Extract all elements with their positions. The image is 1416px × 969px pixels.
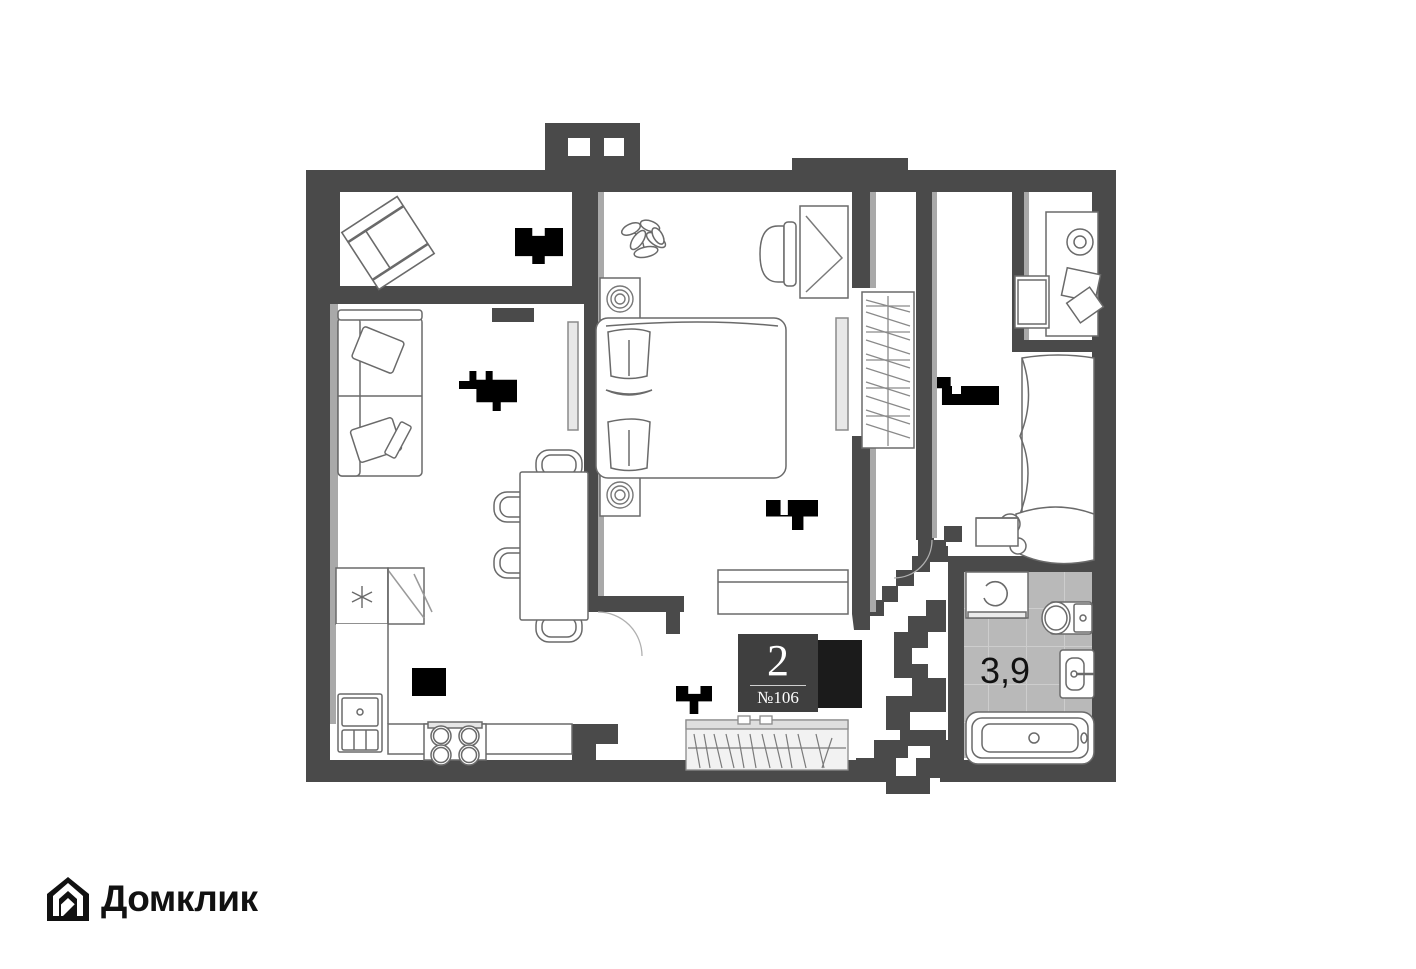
room-bathroom [965,571,1095,765]
armchair [759,221,797,287]
house-logo-icon [47,877,89,921]
plant-icon [620,219,667,259]
badge-divider [750,685,806,686]
room-count: 2 [767,636,789,685]
room-bedroom-main [567,205,915,615]
toilet [1041,601,1093,635]
redacted-label-bedroom-second-hole [952,385,961,394]
snowflake-icon [351,586,373,608]
apartment-number: №106 [757,688,799,707]
bathtub [965,711,1095,765]
redacted-label-kitchen [412,668,446,696]
room-kitchen [335,567,573,766]
dining-set [493,449,589,643]
domclick-logo: Домклик [44,872,258,926]
room-balcony [340,195,436,291]
washbasin [1059,649,1095,699]
apartment-badge: 2 №106 [738,634,818,712]
hall-wardrobe [685,715,849,771]
room-bedroom-second [975,211,1105,565]
washing-machine [965,571,1029,619]
logo-wordmark: Домклик [101,878,258,919]
room-living [337,309,423,477]
door-swings [597,539,933,657]
bathroom-area-label: 3,9 [980,650,1031,691]
